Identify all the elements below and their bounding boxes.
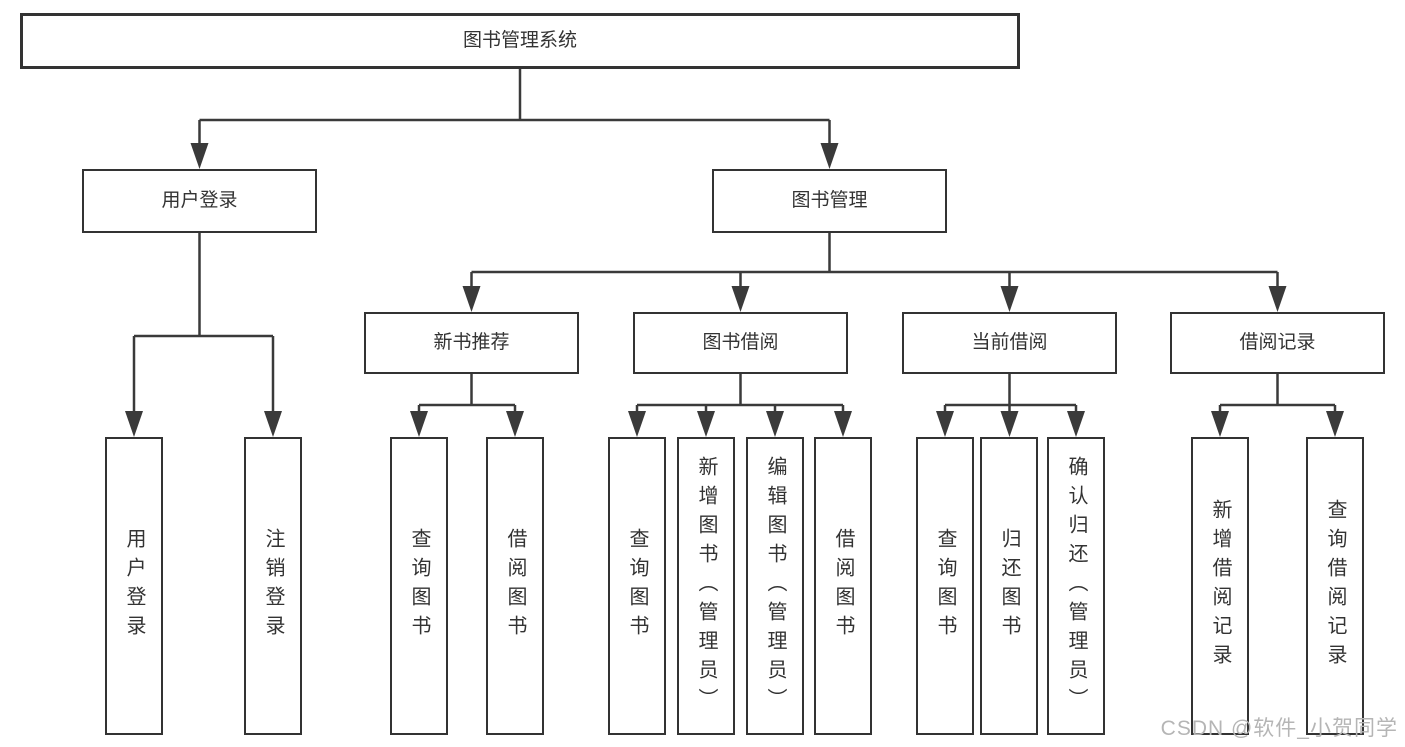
arrowhead <box>410 411 428 437</box>
connector-line <box>132 233 275 414</box>
node-new-book-recommend: 新书推荐 <box>364 312 579 374</box>
leaf-confirm-return-admin: 确认归还（管理员） <box>1047 437 1105 735</box>
leaf-borrow-books-recommend: 借阅图书 <box>486 437 544 735</box>
arrowhead <box>766 411 784 437</box>
connector-current-borrowing-to-children <box>936 374 1085 437</box>
node-label: 新增借阅记录 <box>1209 499 1231 673</box>
node-book-management: 图书管理 <box>712 169 947 233</box>
leaf-return-books: 归还图书 <box>980 437 1038 735</box>
connector-root-to-level2 <box>190 68 839 169</box>
arrowhead <box>1067 411 1085 437</box>
arrowhead <box>125 411 143 437</box>
node-label: 用户登录 <box>123 528 145 644</box>
arrowhead <box>936 411 954 437</box>
leaf-user-login: 用户登录 <box>105 437 163 735</box>
node-borrow-records: 借阅记录 <box>1170 312 1385 374</box>
node-label: 归还图书 <box>998 528 1020 644</box>
node-label: 图书管理 <box>791 189 868 211</box>
connector-line <box>198 68 831 146</box>
leaf-add-borrow-record: 新增借阅记录 <box>1191 437 1249 735</box>
arrowhead <box>1000 411 1019 437</box>
leaf-query-borrow-record: 查询借阅记录 <box>1306 437 1364 735</box>
node-label: 确认归还（管理员） <box>1065 455 1087 717</box>
connector-line <box>1218 374 1337 414</box>
arrowhead <box>462 286 481 312</box>
connector-book-management-to-level3 <box>462 233 1287 312</box>
arrowhead <box>190 143 209 169</box>
leaf-query-books-borrowing: 查询图书 <box>608 437 666 735</box>
arrowhead <box>697 411 715 437</box>
node-label: 注销登录 <box>262 528 284 644</box>
connector-new-book-recommend-to-children <box>410 374 524 437</box>
arrowhead <box>834 411 852 437</box>
arrowhead <box>264 411 282 437</box>
connector-user-login-to-children <box>125 233 282 437</box>
leaf-query-books-recommend: 查询图书 <box>390 437 448 735</box>
arrowhead <box>1000 286 1019 312</box>
connector-line <box>417 374 517 414</box>
connector-borrow-records-to-children <box>1211 374 1344 437</box>
node-library-management-system: 图书管理系统 <box>20 13 1020 69</box>
node-label: 借阅图书 <box>832 528 854 644</box>
node-book-borrowing: 图书借阅 <box>633 312 848 374</box>
connector-book-borrowing-to-children <box>628 374 852 437</box>
arrowhead <box>1211 411 1229 437</box>
csdn-watermark: CSDN @软件_小贺同学 <box>1160 717 1398 740</box>
connector-line <box>470 233 1279 289</box>
arrowhead <box>628 411 646 437</box>
node-label: 图书管理系统 <box>462 29 577 51</box>
leaf-add-book-admin: 新增图书（管理员） <box>677 437 735 735</box>
leaf-query-books-current: 查询图书 <box>916 437 974 735</box>
node-label: 编辑图书（管理员） <box>764 455 786 717</box>
connector-line <box>943 374 1078 414</box>
leaf-edit-book-admin: 编辑图书（管理员） <box>746 437 804 735</box>
node-label: 查询图书 <box>934 528 956 644</box>
arrowhead <box>731 286 750 312</box>
connector-line <box>635 374 845 414</box>
node-current-borrowing: 当前借阅 <box>902 312 1117 374</box>
node-label: 借阅记录 <box>1239 331 1316 353</box>
node-label: 用户登录 <box>161 189 238 211</box>
node-label: 查询图书 <box>408 528 430 644</box>
node-label: 新增图书（管理员） <box>695 455 717 717</box>
node-label: 查询图书 <box>626 528 648 644</box>
arrowhead <box>820 143 839 169</box>
node-label: 借阅图书 <box>504 528 526 644</box>
node-label: 图书借阅 <box>702 331 779 353</box>
node-label: 查询借阅记录 <box>1324 499 1346 673</box>
node-user-login: 用户登录 <box>82 169 317 233</box>
leaf-borrow-books-borrowing: 借阅图书 <box>814 437 872 735</box>
arrowhead <box>1268 286 1287 312</box>
node-label: 新书推荐 <box>433 331 510 353</box>
node-label: 当前借阅 <box>971 331 1048 353</box>
arrowhead <box>1326 411 1344 437</box>
leaf-logout: 注销登录 <box>244 437 302 735</box>
arrowhead <box>506 411 524 437</box>
